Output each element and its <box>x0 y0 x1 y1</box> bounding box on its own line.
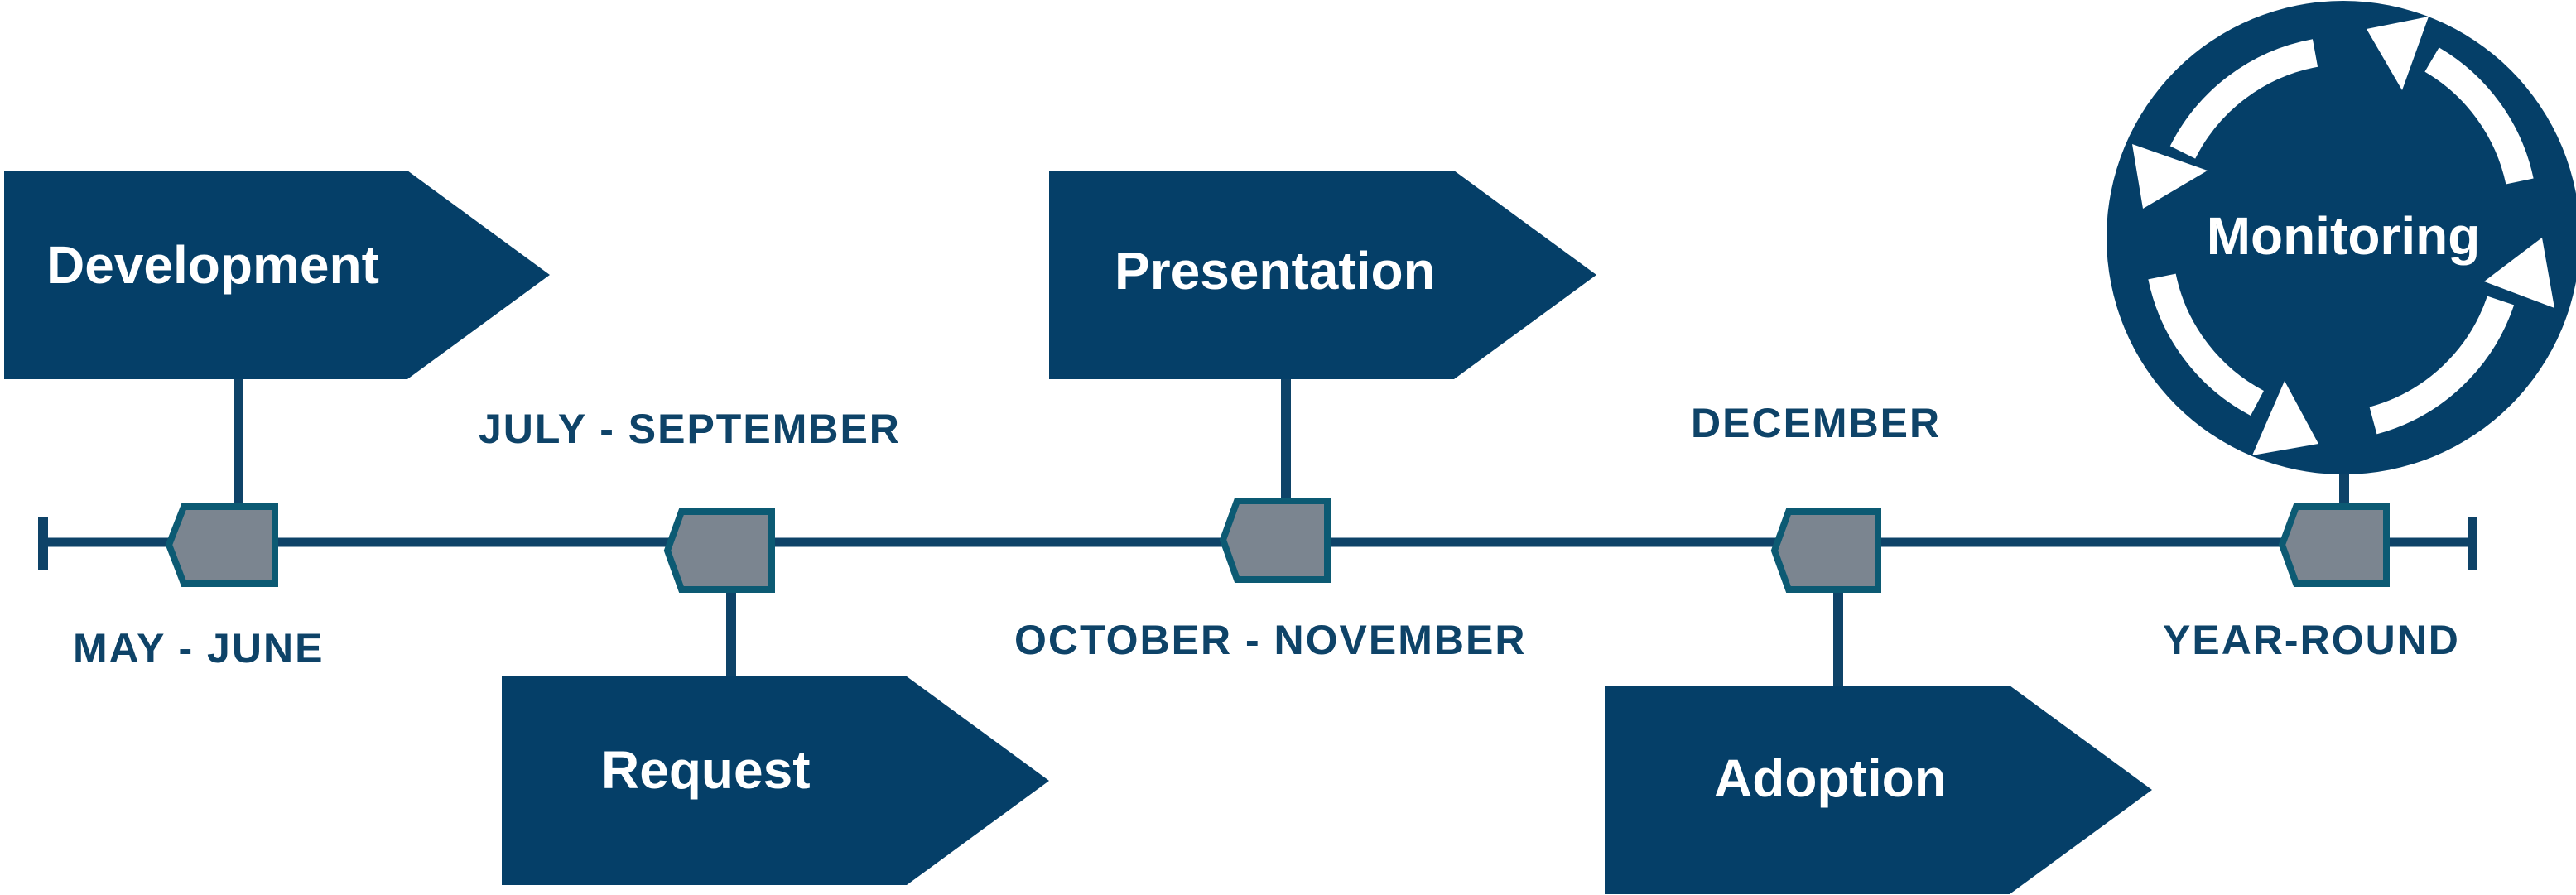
marker-adoption <box>1770 508 1881 593</box>
monitoring-cycle: Monitoring <box>2107 1 2576 474</box>
period-presentation: OCTOBER - NOVEMBER <box>1014 617 1526 663</box>
marker-request <box>663 508 775 593</box>
development-label: Development <box>46 235 379 295</box>
presentation-label: Presentation <box>1115 241 1436 301</box>
marker-presentation <box>1219 498 1331 583</box>
marker-monitoring <box>2278 503 2390 587</box>
request-label: Request <box>601 740 811 800</box>
period-request: JULY - SEPTEMBER <box>479 406 901 452</box>
circular-arrow-heads <box>2132 17 2554 455</box>
period-development: MAY - JUNE <box>73 625 324 671</box>
period-adoption: DECEMBER <box>1691 400 1941 446</box>
period-monitoring: YEAR-ROUND <box>2163 617 2460 663</box>
presentation-flag: Presentation <box>1049 171 1596 379</box>
marker-development <box>165 503 278 587</box>
request-flag: Request <box>502 676 1049 885</box>
development-flag: Development <box>4 171 550 379</box>
monitoring-label: Monitoring <box>2207 206 2481 266</box>
adoption-flag: Adoption <box>1605 686 2152 894</box>
circular-arrows-icon <box>2148 39 2534 435</box>
adoption-label: Adoption <box>1714 748 1947 808</box>
